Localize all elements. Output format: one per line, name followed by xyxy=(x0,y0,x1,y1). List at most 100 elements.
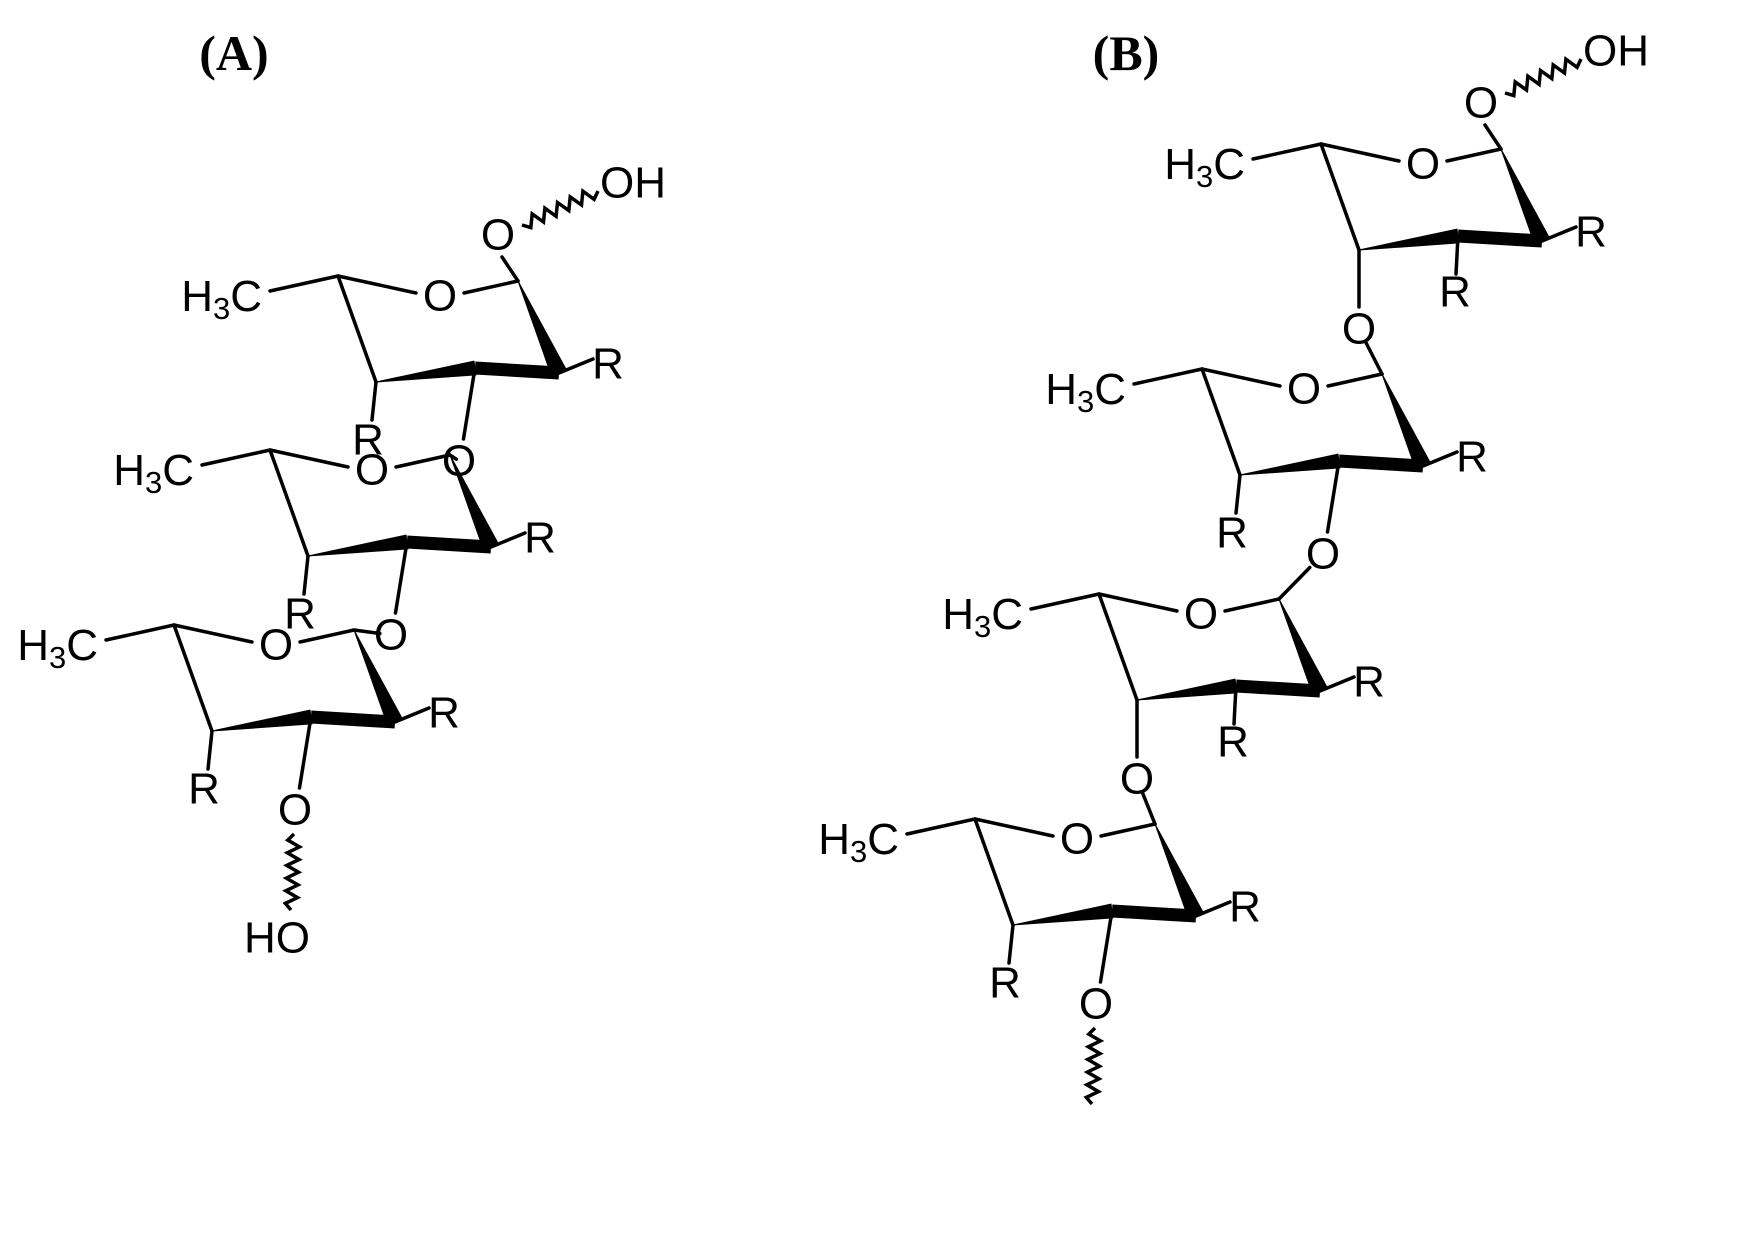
methyl-subscript: 3 xyxy=(1196,159,1213,194)
substituent-r-c4: R xyxy=(1216,509,1248,558)
bond-c2-r xyxy=(393,706,431,724)
wavy-bond-anomeric xyxy=(521,188,600,230)
panel-label-a: (A) xyxy=(199,25,268,81)
bond-c4-c5 xyxy=(268,448,310,558)
substituent-r-c4: R xyxy=(989,959,1021,1008)
bond-c1-c2-wedge xyxy=(1500,148,1550,245)
methyl-group: H3C xyxy=(942,590,1023,644)
ring-oxygen: O xyxy=(355,446,389,495)
bond-c3-c4-wedge xyxy=(307,534,409,557)
methyl-group: H3C xyxy=(818,815,899,869)
methyl-label: H3C xyxy=(181,272,262,326)
bond-c4-r xyxy=(302,554,310,596)
terminal-hydroxyl-top: OH xyxy=(600,159,666,208)
methyl-c: C xyxy=(991,590,1023,639)
methyl-label: H3C xyxy=(942,590,1023,644)
methyl-group: H3C xyxy=(113,446,194,500)
methyl-c: C xyxy=(867,815,899,864)
substituent-r-c2: R xyxy=(1229,883,1261,932)
bond-c3-r xyxy=(1232,684,1238,726)
bond-c5-methyl xyxy=(268,274,340,293)
bond-c5-methyl xyxy=(1029,592,1101,611)
methyl-label: H3C xyxy=(1045,365,1126,419)
terminal-hydroxyl-bottom: HO xyxy=(244,914,310,963)
bond-c3-c4-wedge xyxy=(1012,903,1114,926)
glycosidic-oxygen: O xyxy=(278,786,312,835)
bond-c2-c3-bold xyxy=(474,361,560,380)
bond-c4-r xyxy=(1234,473,1242,515)
bond-c4-c5 xyxy=(1200,367,1242,477)
bond-linkage-out xyxy=(1098,909,1114,984)
bond-c2-c3-bold xyxy=(406,535,492,554)
substituent-r-c2: R xyxy=(1353,658,1385,707)
bond-c4-c5 xyxy=(336,274,378,384)
wavy-bond-terminal xyxy=(1083,1026,1105,1106)
bond-c2-r xyxy=(557,357,595,375)
bond-c4-c5 xyxy=(973,817,1015,927)
ring-oxygen: O xyxy=(1184,590,1218,639)
bond-c1-c2-wedge xyxy=(1381,373,1431,470)
bond-c2-r xyxy=(489,531,527,549)
methyl-group: H3C xyxy=(181,272,262,326)
bond-o5-c1 xyxy=(1445,147,1503,163)
bond-c3-c4-wedge xyxy=(211,709,313,732)
bond-linkage-in xyxy=(1140,790,1157,826)
bond-o5-c1 xyxy=(1326,372,1384,388)
bond-c1-anomeric-o xyxy=(500,255,520,283)
substituent-r-c2: R xyxy=(1575,208,1607,257)
methyl-label: H3C xyxy=(17,621,98,675)
bond-c5-o5 xyxy=(1097,592,1179,613)
bond-c2-c3-bold xyxy=(310,710,396,729)
bond-linkage-out xyxy=(393,540,409,615)
wavy-bond-terminal xyxy=(282,832,304,912)
glycosidic-oxygen: O xyxy=(1120,755,1154,804)
bond-c5-o5 xyxy=(1319,142,1401,163)
bond-c5-o5 xyxy=(973,817,1055,838)
bond-o5-c1 xyxy=(1223,597,1281,613)
methyl-subscript: 3 xyxy=(145,465,162,500)
bond-c5-o5 xyxy=(336,274,418,295)
bond-linkage-out xyxy=(297,715,313,790)
methyl-label: H3C xyxy=(113,446,194,500)
bond-c2-c3-bold xyxy=(1457,229,1543,248)
sugar-residue-2: O H3C R R xyxy=(113,446,556,639)
methyl-group: H3C xyxy=(17,621,98,675)
substituent-r-c2: R xyxy=(592,340,624,389)
bond-c4-r xyxy=(370,380,378,422)
substituent-r-c3: R xyxy=(1217,718,1249,767)
methyl-h: H xyxy=(942,590,974,639)
methyl-c: C xyxy=(66,621,98,670)
sugar-residue-3: O H3C R R xyxy=(942,590,1385,767)
bond-c5-o5 xyxy=(1200,367,1282,388)
bond-c2-r xyxy=(1194,900,1232,918)
bond-linkage-in xyxy=(448,453,459,461)
bond-linkage-in xyxy=(1364,340,1384,376)
bond-o5-c1 xyxy=(462,279,520,295)
ring-oxygen: O xyxy=(259,621,293,670)
methyl-h: H xyxy=(181,272,213,321)
methyl-subscript: 3 xyxy=(1077,384,1094,419)
methyl-c: C xyxy=(1094,365,1126,414)
substituent-r-c4: R xyxy=(284,590,316,639)
bond-c5-o5 xyxy=(268,448,350,469)
bond-c2-c3-bold xyxy=(1235,679,1321,698)
bond-c4-c5 xyxy=(172,623,214,733)
bond-c3-c4-wedge xyxy=(1358,228,1460,251)
substituent-r-c4: R xyxy=(188,765,220,814)
bond-c2-c3-bold xyxy=(1111,904,1197,923)
methyl-c: C xyxy=(1213,140,1245,189)
substituent-r-c2: R xyxy=(524,514,556,563)
bond-c1-c2-wedge xyxy=(1278,598,1328,695)
bond-c5-methyl xyxy=(1132,367,1204,386)
bond-linkage-out xyxy=(1325,459,1341,534)
bond-o5-c1 xyxy=(1099,822,1157,838)
methyl-h: H xyxy=(818,815,850,864)
methyl-c: C xyxy=(162,446,194,495)
bond-c4-c5 xyxy=(1097,592,1139,702)
methyl-h: H xyxy=(1164,140,1196,189)
